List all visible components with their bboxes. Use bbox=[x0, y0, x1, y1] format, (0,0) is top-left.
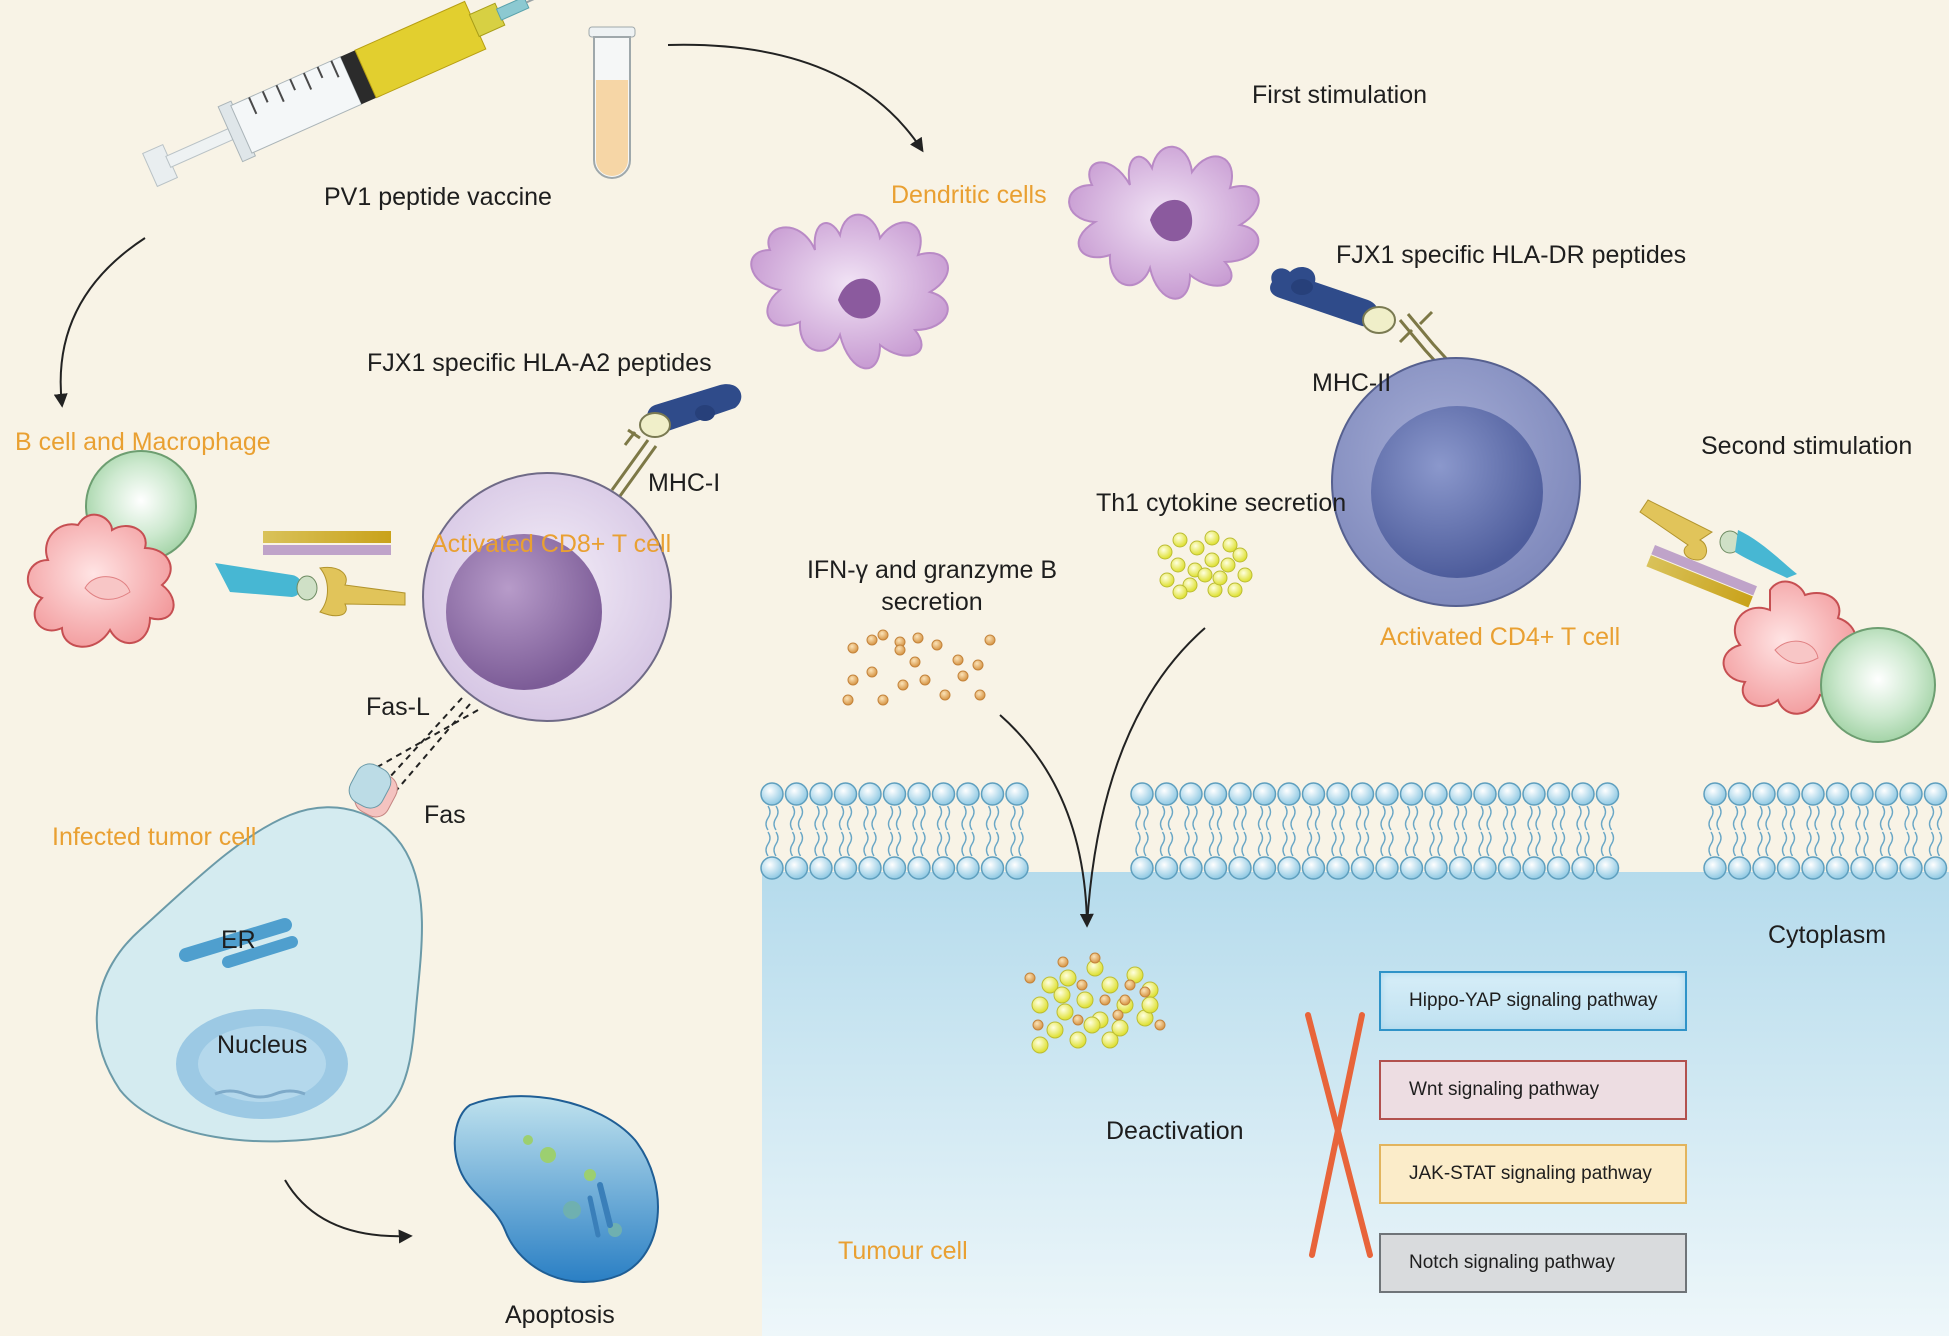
pathway-hippo-yap: Hippo-YAP signaling pathway bbox=[1379, 971, 1687, 1031]
cytoplasm-label: Cytoplasm bbox=[1768, 921, 1887, 949]
dendritic-cells-label: Dendritic cells bbox=[891, 181, 1047, 209]
ifn-granzyme-label-line1: IFN-γ and granzyme B bbox=[806, 556, 1058, 584]
arrow-to-dendritic bbox=[667, 43, 924, 153]
cd8-t-cell-label: Activated CD8+ T cell bbox=[431, 530, 672, 558]
arrow-to-b-cell bbox=[53, 237, 146, 408]
mhc-ii-complex bbox=[1270, 267, 1455, 374]
arrow-to-apoptosis bbox=[284, 1179, 413, 1244]
b-cell-macrophage-left bbox=[26, 450, 197, 648]
pathway-notch: Notch signaling pathway bbox=[1379, 1233, 1687, 1293]
syringe-icon bbox=[142, 0, 626, 188]
cell-membrane bbox=[760, 782, 1948, 880]
arrow-th1-to-cell bbox=[1086, 627, 1206, 926]
er-label: ER bbox=[221, 926, 256, 954]
th1-label: Th1 cytokine secretion bbox=[1096, 489, 1347, 517]
ifn-granzyme-label-line2: secretion bbox=[881, 588, 983, 616]
pathway-cross-mark bbox=[1305, 1012, 1373, 1258]
mhc-ii-label: MHC-II bbox=[1312, 369, 1392, 397]
fas-l-label: Fas-L bbox=[366, 693, 430, 721]
hla-dr-label: FJX1 specific HLA-DR peptides bbox=[1336, 241, 1687, 269]
first-stimulation-label: First stimulation bbox=[1252, 81, 1428, 109]
pathway-wnt: Wnt signaling pathway bbox=[1379, 1060, 1687, 1120]
infected-tumor-cell-label: Infected tumor cell bbox=[52, 823, 257, 851]
pathway-jak-stat: JAK-STAT signaling pathway bbox=[1379, 1144, 1687, 1204]
second-stimulation-label: Second stimulation bbox=[1701, 432, 1913, 460]
vaccine-label: PV1 peptide vaccine bbox=[324, 183, 552, 211]
cd4-t-cell bbox=[1331, 357, 1581, 607]
right-receptor-complex bbox=[1639, 499, 1797, 608]
apoptotic-cell bbox=[453, 1095, 659, 1284]
dendritic-cell-right bbox=[1068, 145, 1260, 300]
cd4-t-cell-label: Activated CD4+ T cell bbox=[1380, 623, 1621, 651]
b-cell-macrophage-label: B cell and Macrophage bbox=[15, 428, 271, 456]
mhc-i-complex bbox=[610, 384, 742, 497]
apoptosis-label: Apoptosis bbox=[505, 1301, 615, 1329]
cytokine-particles bbox=[842, 530, 1253, 1054]
tumour-cytoplasm bbox=[762, 872, 1949, 1336]
fas-label: Fas bbox=[424, 801, 466, 829]
tumour-cell-label: Tumour cell bbox=[838, 1237, 968, 1265]
nucleus-label: Nucleus bbox=[217, 1031, 308, 1059]
deactivation-label: Deactivation bbox=[1106, 1117, 1244, 1145]
cd8-t-cell bbox=[422, 472, 672, 722]
b-cell-macrophage-right bbox=[1722, 580, 1936, 743]
fas-l-dashed-lines bbox=[371, 697, 479, 793]
arrow-ifn-to-cell bbox=[999, 714, 1094, 928]
infected-tumor-cell bbox=[95, 763, 423, 1143]
dendritic-cell-left bbox=[750, 213, 949, 370]
mhc-i-label: MHC-I bbox=[648, 469, 721, 497]
hla-a2-label: FJX1 specific HLA-A2 peptides bbox=[367, 349, 712, 377]
test-tube-icon bbox=[588, 26, 636, 179]
left-receptor-complex bbox=[215, 531, 406, 617]
